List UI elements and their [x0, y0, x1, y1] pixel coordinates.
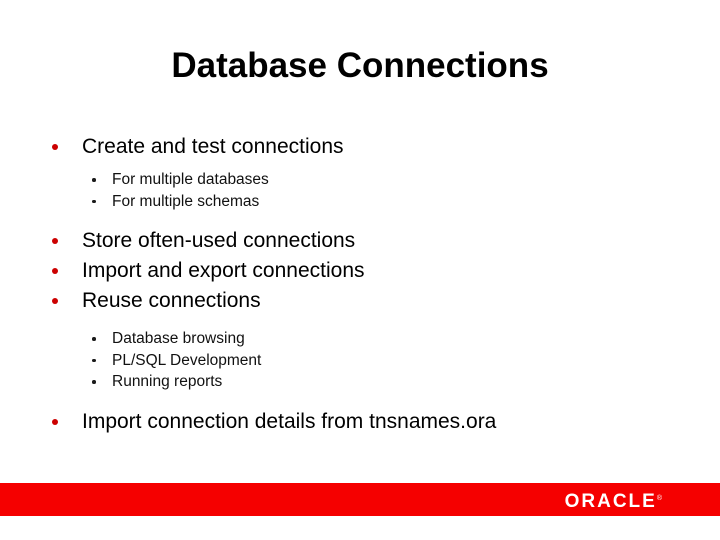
- list-item: For multiple schemas: [44, 191, 664, 213]
- bullet-dot-icon: [52, 298, 58, 304]
- page-title: Database Connections: [171, 46, 549, 85]
- bullet-dot-icon: [52, 144, 58, 150]
- list-item-label: Reuse connections: [82, 289, 261, 312]
- spacer: [44, 212, 664, 226]
- footer-bar: ORACLE®: [0, 483, 720, 516]
- list-item-label: For multiple databases: [112, 171, 269, 188]
- list-item: Reuse connections: [44, 286, 664, 316]
- spacer: [44, 162, 664, 169]
- list-item-label: PL/SQL Development: [112, 351, 262, 369]
- list-item: Import connection details from tnsnames.…: [44, 407, 664, 437]
- list-item-label: Store often-used connections: [82, 229, 356, 252]
- oracle-logo-text: ORACLE: [564, 490, 657, 512]
- slide-body: Create and test connections For multiple…: [44, 132, 664, 437]
- spacer: [44, 393, 664, 407]
- bullet-dot-icon: [52, 418, 58, 425]
- bullet-dot-icon: [52, 238, 58, 244]
- list-item: Database browsing: [44, 328, 664, 350]
- bullet-dot-icon: [92, 337, 96, 341]
- list-item-label: For multiple schemas: [112, 192, 260, 210]
- list-item: PL/SQL Development: [44, 350, 664, 372]
- bullet-dot-icon: [92, 178, 96, 182]
- list-item: Running reports: [44, 371, 664, 393]
- bullet-dot-icon: [92, 358, 96, 362]
- list-item-label: Import connection details from tnsnames.…: [82, 409, 497, 433]
- list-item-label: Import and export connections: [82, 259, 365, 282]
- bullet-dot-icon: [52, 268, 58, 274]
- spacer: [44, 316, 664, 328]
- list-item: For multiple databases: [44, 169, 664, 191]
- list-item-label: Running reports: [112, 373, 223, 390]
- list-item-label: Create and test connections: [82, 135, 344, 158]
- trademark-icon: ®: [656, 494, 662, 502]
- oracle-logo: ORACLE®: [564, 488, 662, 512]
- bullet-dot-icon: [92, 199, 96, 203]
- list-item: Create and test connections: [44, 132, 664, 162]
- list-item-label: Database browsing: [112, 330, 245, 347]
- list-item: Store often-used connections: [44, 226, 664, 256]
- list-item: Import and export connections: [44, 256, 664, 286]
- bullet-dot-icon: [92, 380, 96, 384]
